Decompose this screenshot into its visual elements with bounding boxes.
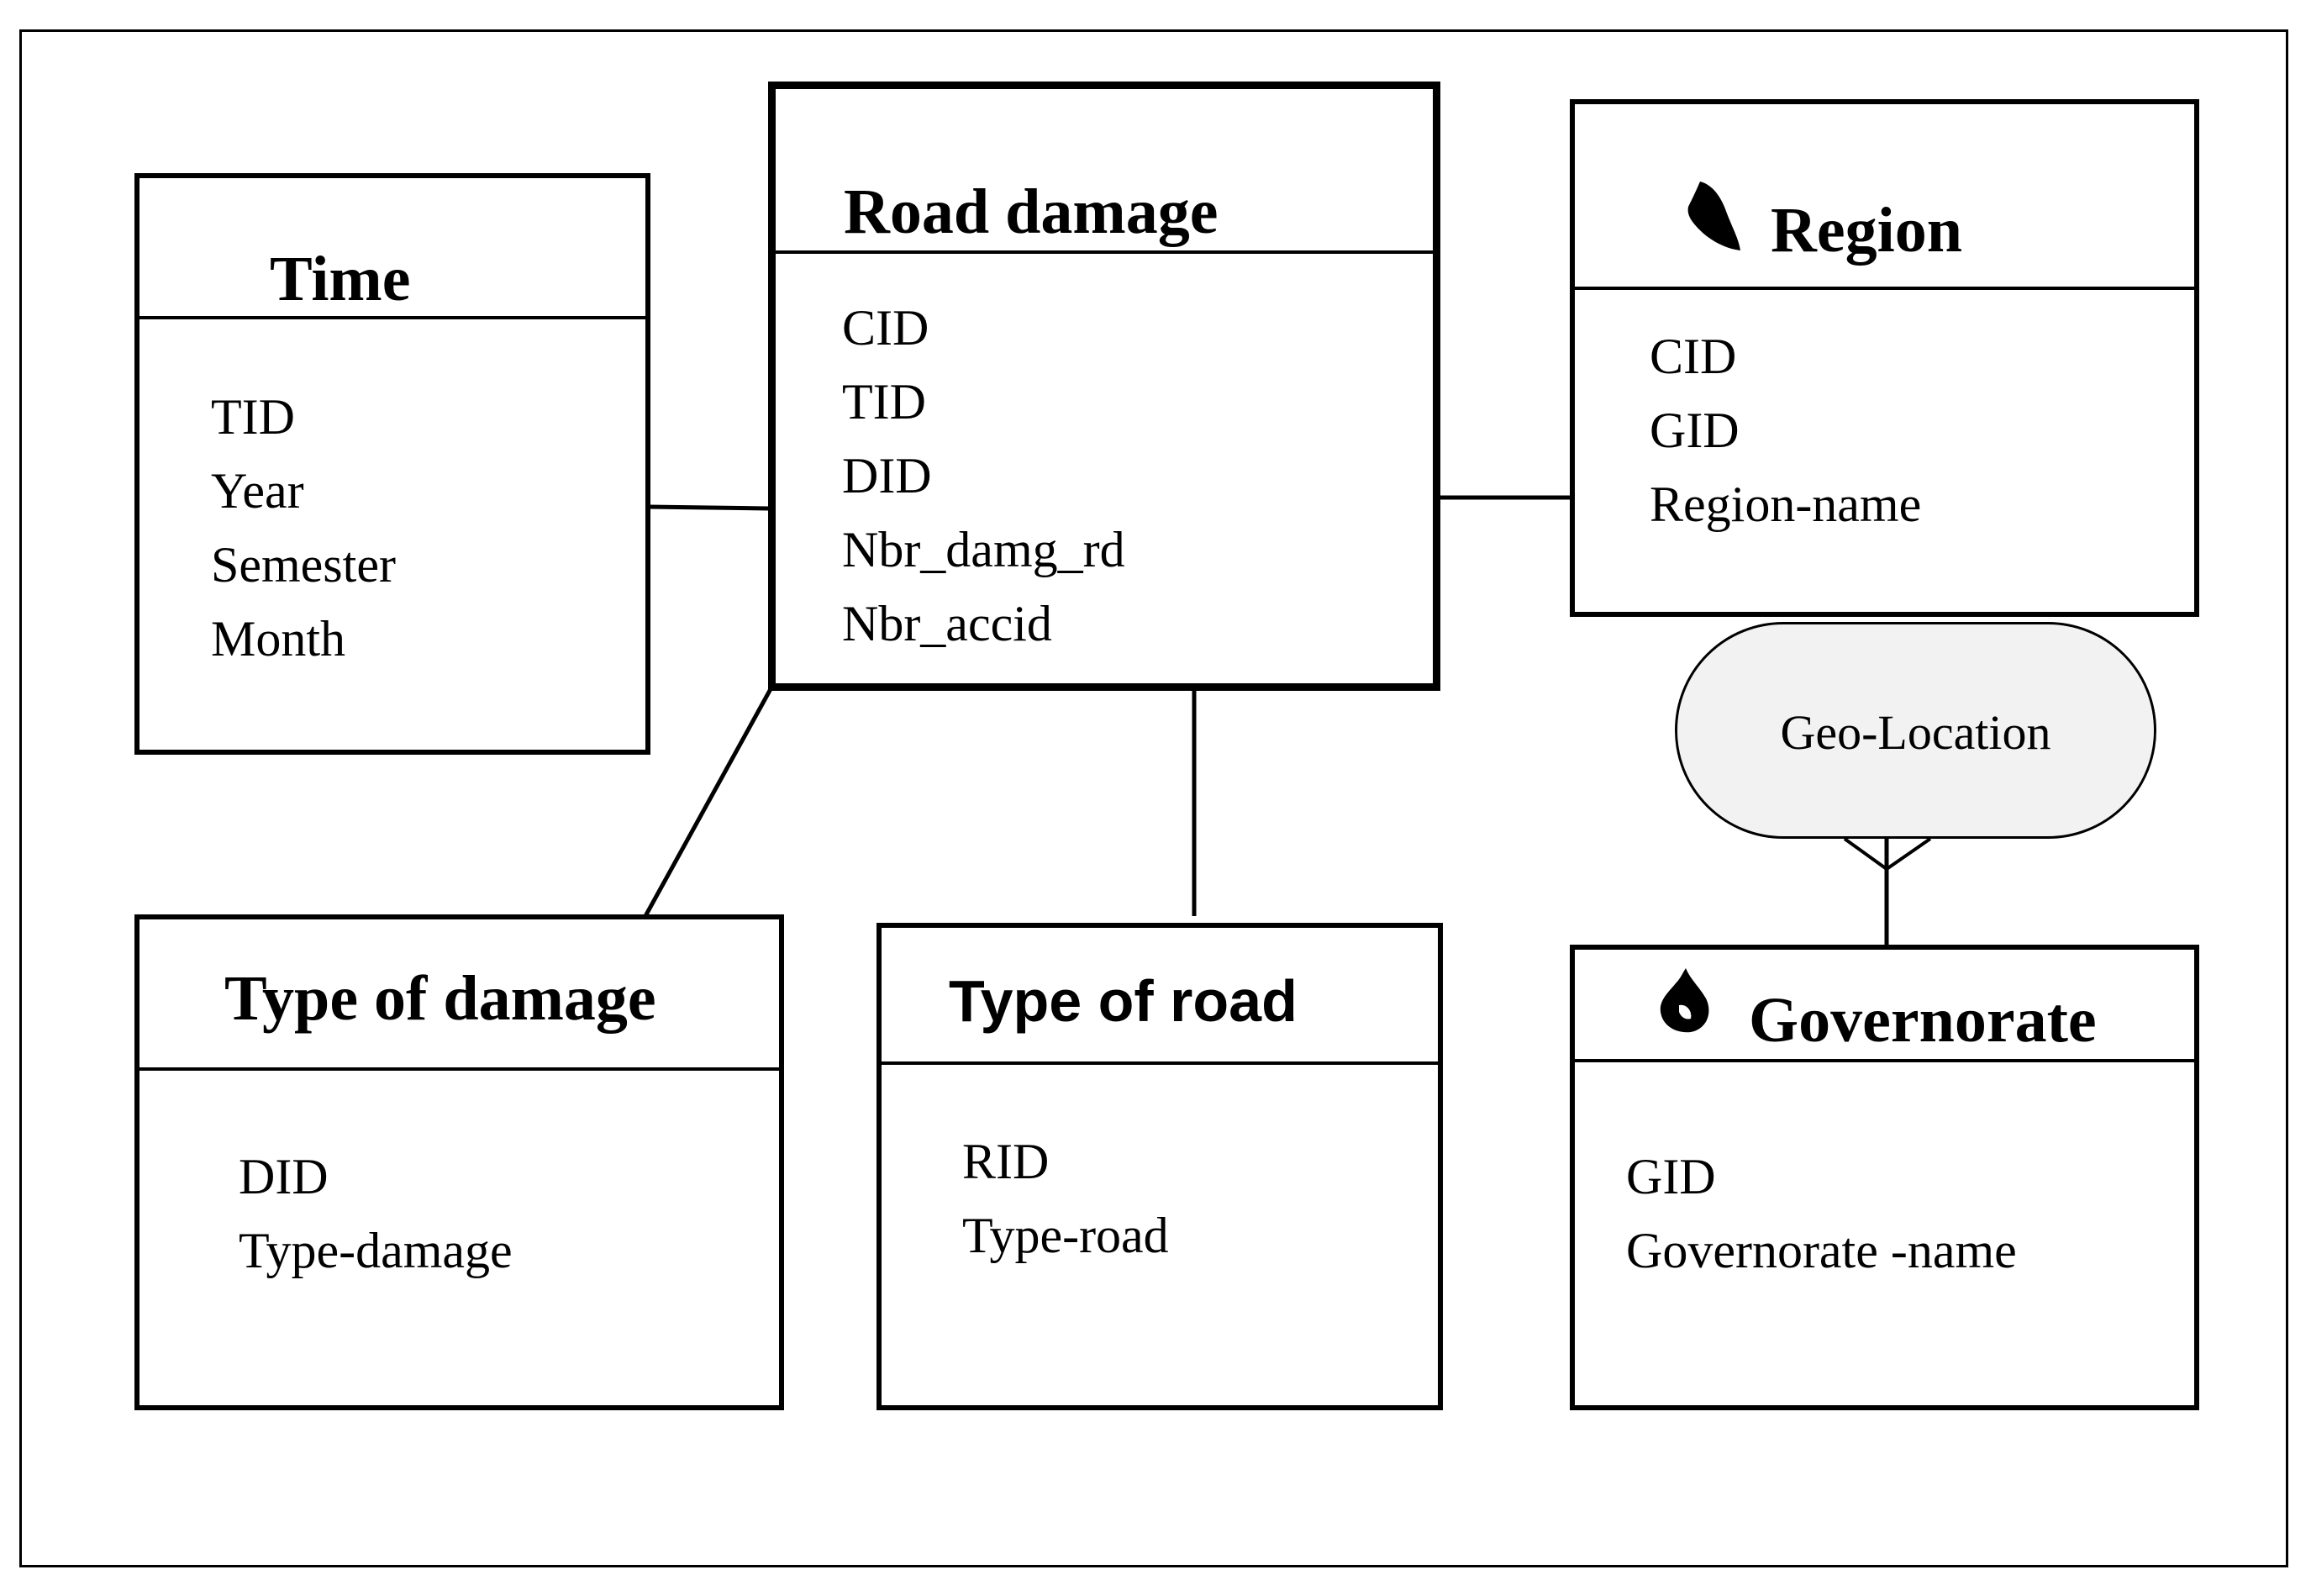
field: Type-road <box>962 1208 1169 1263</box>
field: Type-damage <box>239 1223 513 1278</box>
entity-type-of-road-fields: RID Type-road <box>962 1125 1169 1272</box>
field: Region-name <box>1650 477 1922 532</box>
field: RID <box>962 1134 1050 1189</box>
entity-time[interactable]: Time TID Year Semester Month <box>134 173 650 755</box>
field: DID <box>842 448 932 503</box>
hierarchy-fork <box>1843 837 1932 872</box>
field: CID <box>1650 329 1737 384</box>
entity-type-of-damage-title: Type of damage <box>224 963 656 1034</box>
field: TID <box>842 374 926 429</box>
field: Month <box>211 611 346 666</box>
entity-type-of-damage-header <box>140 919 779 1071</box>
entity-type-of-road-title: Type of road <box>949 968 1298 1034</box>
entity-type-of-damage-fields: DID Type-damage <box>239 1140 513 1288</box>
field: Year <box>211 463 304 519</box>
governorate-shape-icon <box>1660 968 1709 1033</box>
region-shape-icon <box>1687 182 1740 250</box>
link-time-roaddamage <box>647 504 769 511</box>
link-roaddamage-typeofdamage <box>643 686 774 918</box>
entity-governorate-title: Governorate <box>1749 985 2097 1056</box>
entity-governorate-header <box>1575 950 2194 1062</box>
field: GID <box>1650 403 1740 458</box>
entity-region-header <box>1575 104 2194 290</box>
entity-governorate[interactable]: Governorate GID Governorate -name <box>1570 945 2199 1410</box>
field: DID <box>239 1149 329 1204</box>
field: CID <box>842 300 929 356</box>
geo-location-hierarchy[interactable]: Geo-Location <box>1675 622 2156 839</box>
field: Governorate -name <box>1626 1223 2017 1278</box>
field: Nbr_damg_rd <box>842 522 1125 577</box>
field: Semester <box>211 537 396 593</box>
field: Nbr_accid <box>842 596 1052 651</box>
field: TID <box>211 389 295 445</box>
entity-region-title: Region <box>1771 195 1962 266</box>
geo-location-label: Geo-Location <box>1780 705 2051 760</box>
entity-road-damage[interactable]: Road damage CID TID DID Nbr_damg_rd Nbr_… <box>768 82 1440 691</box>
entity-time-title: Time <box>270 244 411 314</box>
entity-time-header <box>140 178 645 319</box>
entity-road-damage-title: Road damage <box>844 176 1219 247</box>
entity-type-of-damage[interactable]: Type of damage DID Type-damage <box>134 914 784 1410</box>
entity-road-damage-header <box>776 89 1433 254</box>
entity-region-fields: CID GID Region-name <box>1650 319 1921 541</box>
field: GID <box>1626 1149 1716 1204</box>
entity-type-of-road-header <box>882 928 1438 1065</box>
entity-type-of-road[interactable]: Type of road RID Type-road <box>876 923 1443 1410</box>
entity-region[interactable]: Region CID GID Region-name <box>1570 99 2199 617</box>
entity-time-fields: TID Year Semester Month <box>211 380 396 676</box>
entity-governorate-fields: GID Governorate -name <box>1626 1140 2017 1288</box>
entity-road-damage-fields: CID TID DID Nbr_damg_rd Nbr_accid <box>842 291 1125 661</box>
